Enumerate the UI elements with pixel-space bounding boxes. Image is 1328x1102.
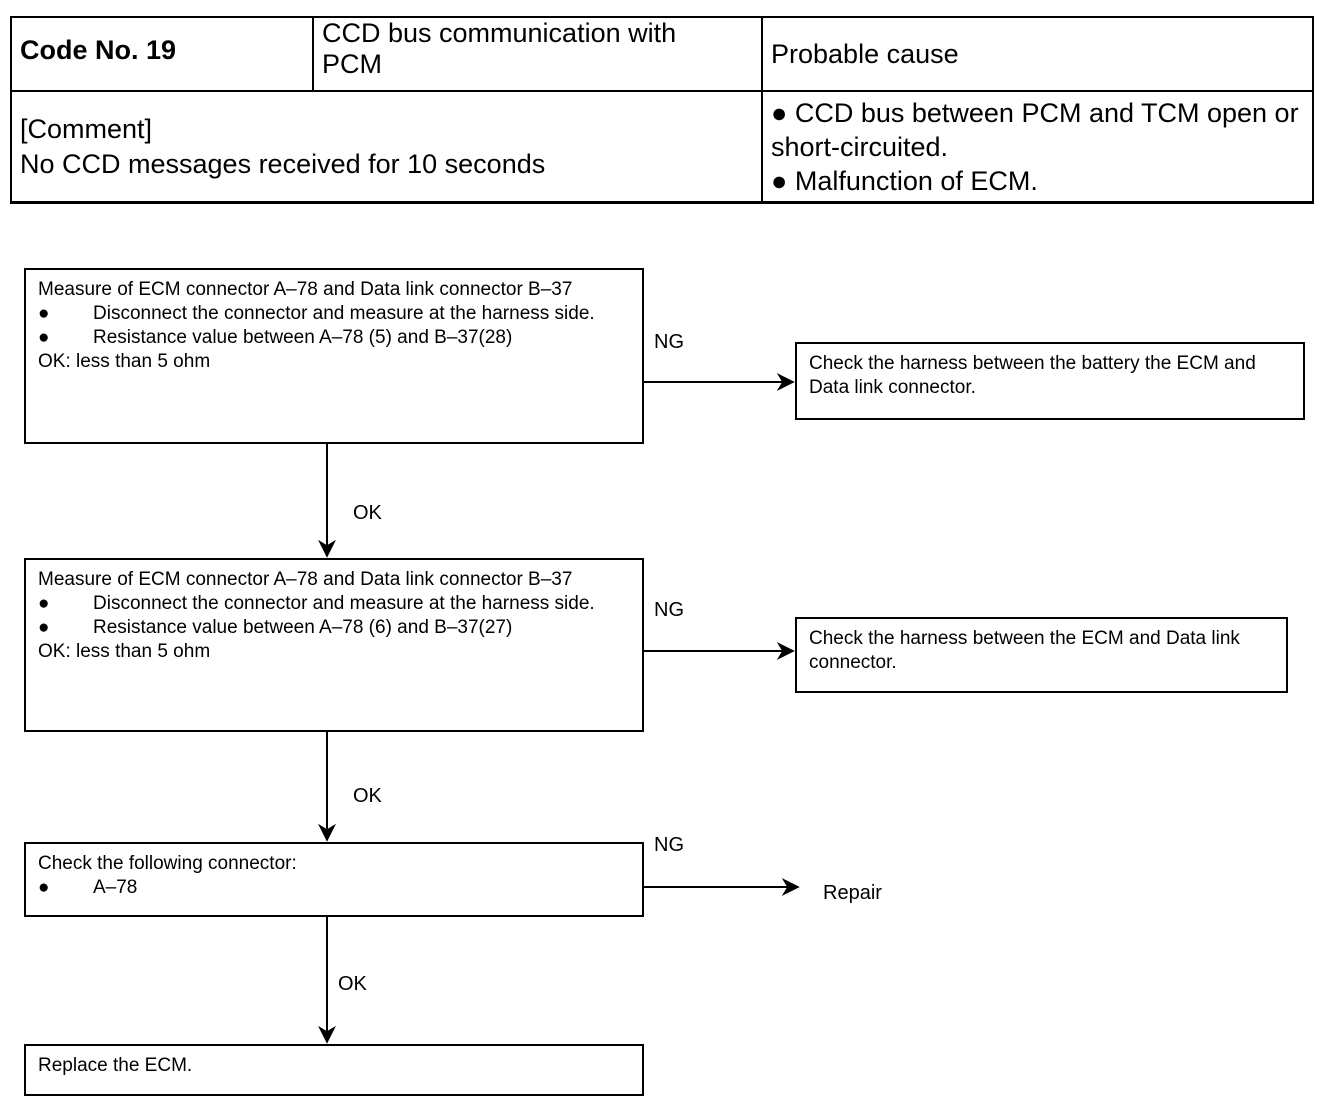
ng-result-2: Check the harness between the ECM and Da… — [795, 617, 1288, 693]
code-number: Code No. 19 — [20, 35, 177, 65]
code-title-line1: CCD bus communication with — [322, 18, 677, 48]
flow-step-2: Measure of ECM connector A–78 and Data l… — [24, 558, 644, 732]
step-ok-criteria: OK: less than 5 ohm — [38, 351, 211, 372]
ok-label-1: OK — [353, 502, 382, 524]
step-title: Measure of ECM connector A–78 and Data l… — [38, 569, 573, 590]
table-divider-2 — [761, 16, 763, 204]
table-border-middle — [10, 90, 1314, 92]
step-ok-criteria: OK: less than 5 ohm — [38, 641, 211, 662]
step-bullet: ●Disconnect the connector and measure at… — [38, 593, 595, 614]
comment-block: [Comment] No CCD messages received for 1… — [12, 108, 761, 186]
probable-cause-list: ● CCD bus between PCM and TCM open or sh… — [763, 92, 1312, 202]
bullet-icon: ● — [38, 877, 50, 898]
ng-result-1: Check the harness between the battery th… — [795, 342, 1305, 420]
table-border-right — [1312, 16, 1314, 204]
table-border-top — [10, 16, 1314, 18]
bullet-icon: ● — [38, 303, 50, 324]
ng-result-3: Repair — [823, 882, 882, 904]
flow-step-1: Measure of ECM connector A–78 and Data l… — [24, 268, 644, 444]
bullet-icon: ● — [771, 166, 788, 196]
code-title-line2: PCM — [322, 49, 382, 79]
comment-label: [Comment] — [20, 114, 153, 144]
table-divider-1 — [312, 16, 314, 92]
step-bullet: ●Resistance value between A–78 (6) and B… — [38, 617, 513, 638]
flow-step-4: Replace the ECM. — [24, 1044, 644, 1096]
bullet-icon: ● — [38, 593, 50, 614]
flow-step-3: Check the following connector: ●A–78 — [24, 842, 644, 917]
bullet-icon: ● — [38, 617, 50, 638]
cause-item-1: ● CCD bus between PCM and TCM open or sh… — [771, 98, 1299, 162]
ng-label-3: NG — [654, 834, 684, 856]
bullet-icon: ● — [38, 327, 50, 348]
step-title: Replace the ECM. — [38, 1055, 193, 1076]
code-title: CCD bus communication with PCM — [314, 16, 761, 84]
table-border-bottom — [10, 201, 1314, 204]
probable-cause-label: Probable cause — [771, 39, 959, 69]
ng-label-2: NG — [654, 599, 684, 621]
ok-label-3: OK — [338, 973, 367, 995]
step-title: Measure of ECM connector A–78 and Data l… — [38, 279, 573, 300]
step-bullet: ●Resistance value between A–78 (5) and B… — [38, 327, 513, 348]
comment-text: No CCD messages received for 10 seconds — [20, 149, 546, 179]
ok-label-2: OK — [353, 785, 382, 807]
table-border-left — [10, 16, 12, 204]
step-bullet: ●A–78 — [38, 877, 138, 898]
bullet-icon: ● — [771, 98, 788, 128]
cause-item-2: ● Malfunction of ECM. — [771, 166, 1038, 196]
step-bullet: ●Disconnect the connector and measure at… — [38, 303, 595, 324]
ng-label-1: NG — [654, 331, 684, 353]
step-title: Check the following connector: — [38, 853, 297, 874]
